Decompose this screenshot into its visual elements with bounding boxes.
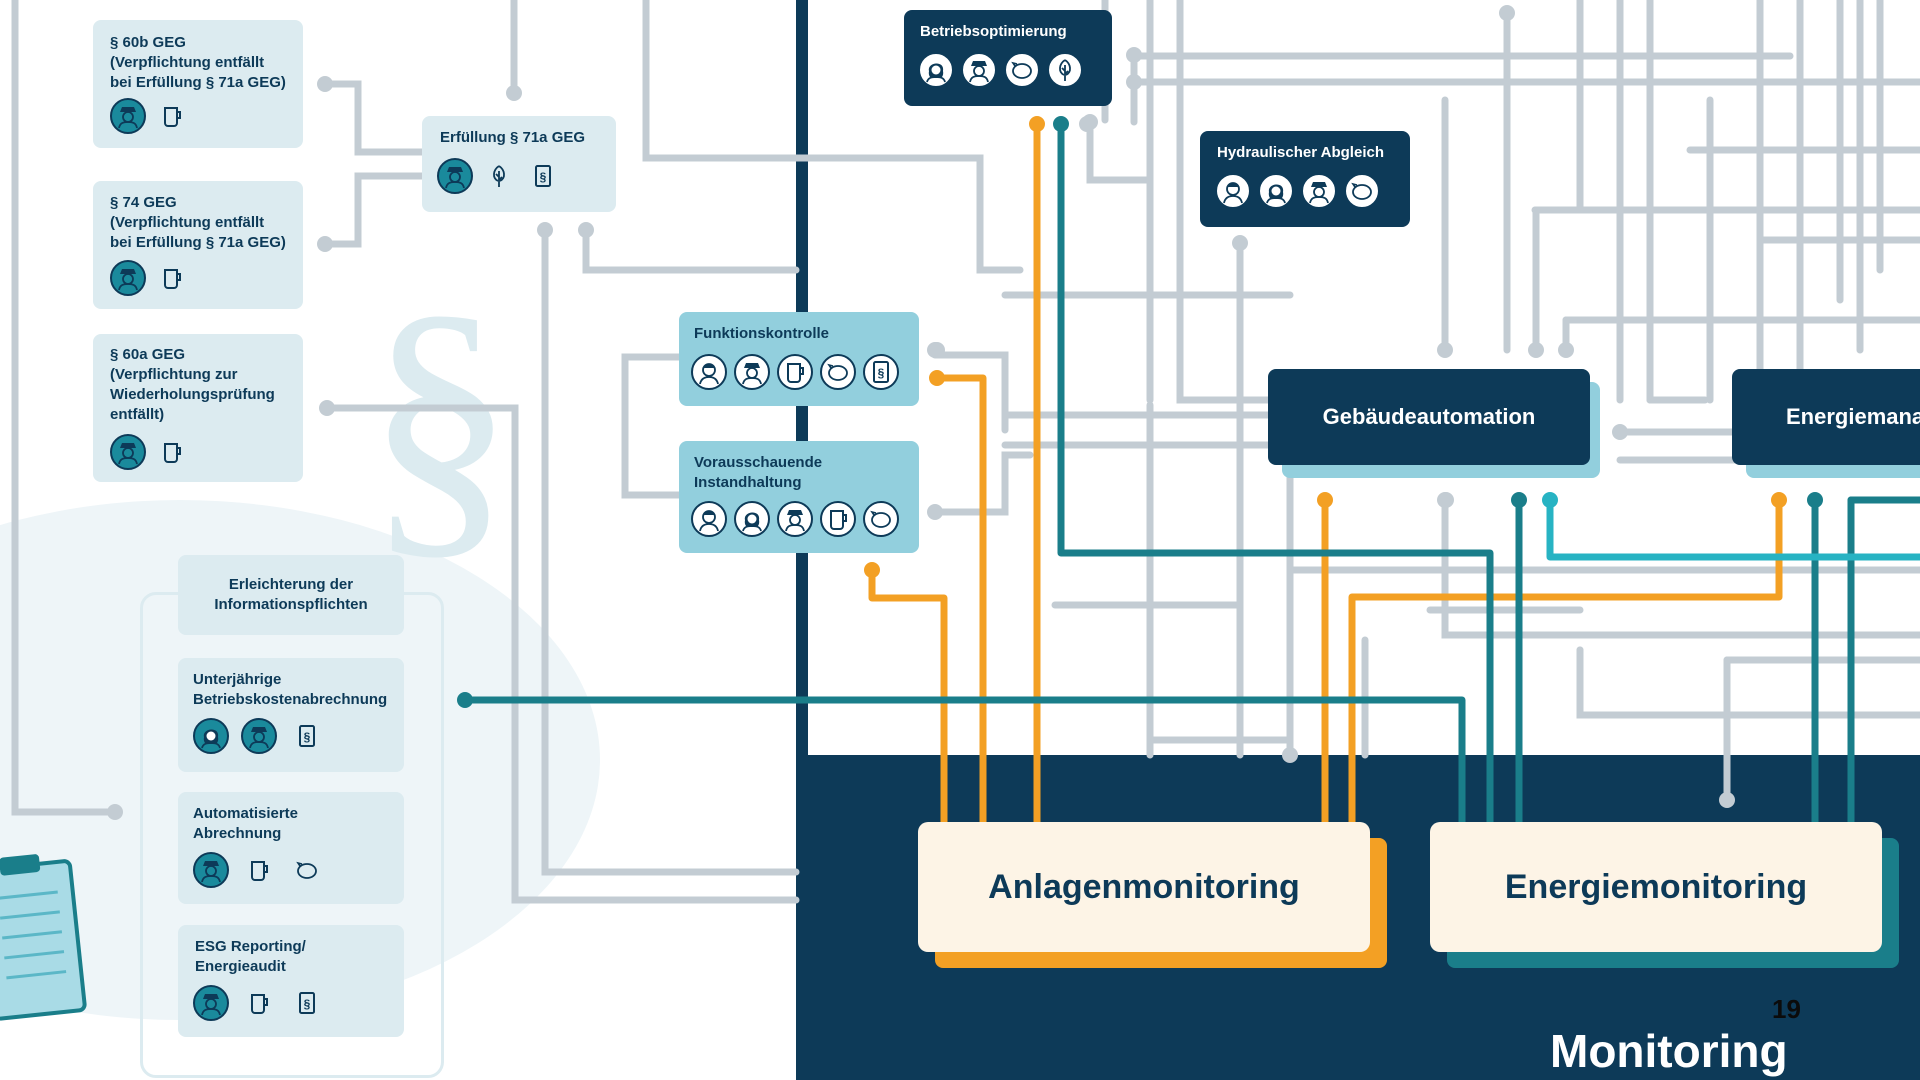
piggy-bank-icon xyxy=(863,501,899,537)
betriebsoptimierung-title: Betriebsoptimierung xyxy=(920,23,1067,40)
paragraph-document-icon xyxy=(289,985,325,1021)
hydraulischer-abgleich-box: Hydraulischer Abgleich xyxy=(1200,131,1410,227)
paragraph-document-icon xyxy=(289,718,325,754)
cup-icon xyxy=(154,98,190,134)
cup-icon xyxy=(241,852,277,888)
esg-box: ESG Reporting/ Energieaudit xyxy=(178,925,404,1037)
betriebskosten-box: Unterjährige Betriebskostenabrechnung xyxy=(178,658,404,772)
person-hat-icon xyxy=(193,985,229,1021)
person-hat-icon xyxy=(110,98,146,134)
person-hat-icon xyxy=(110,434,146,470)
geg-60b-line-1: (Verpflichtung entfällt xyxy=(110,54,265,71)
erfuellung-71a-box: Erfüllung § 71a GEG xyxy=(422,116,616,212)
tree-icon xyxy=(481,158,517,194)
geg-74-line-2: bei Erfüllung § 71a GEG) xyxy=(110,234,286,251)
energiemonitoring-title: Energiemonitoring xyxy=(1504,867,1808,906)
betriebskosten-line-2: Betriebskostenabrechnung xyxy=(193,691,388,708)
person-icon xyxy=(691,354,727,390)
betriebskosten-line-1: Unterjährige xyxy=(193,671,282,688)
geg-60a-box: § 60a GEG (Verpflichtung zur Wiederholun… xyxy=(93,334,303,482)
energiemonitoring-box: Energiemonitoring xyxy=(1430,822,1882,952)
piggy-bank-icon xyxy=(1004,52,1040,88)
erfuellung-71a-title: Erfüllung § 71a GEG xyxy=(440,129,586,146)
geg-60a-line-1: (Verpflichtung zur xyxy=(110,366,238,383)
funktionskontrolle-box: Funktionskontrolle xyxy=(679,312,919,406)
abrechnung-line-2: Abrechnung xyxy=(193,825,282,842)
instandhaltung-icons xyxy=(691,501,899,537)
abrechnung-icons xyxy=(193,852,325,888)
esg-icons xyxy=(193,985,325,1021)
erfuellung-71a-icons xyxy=(437,158,561,194)
energiemanagement-box: Energiemana xyxy=(1732,369,1920,465)
gebaeudeautomation-box: Gebäudeautomation xyxy=(1268,369,1590,465)
person-curly-hair-icon xyxy=(734,501,770,537)
geg-60a-title: § 60a GEG xyxy=(110,346,186,363)
cup-icon xyxy=(241,985,277,1021)
person-icon xyxy=(1215,173,1251,209)
hydraulischer-abgleich-title: Hydraulischer Abgleich xyxy=(1217,144,1384,161)
betriebskosten-icons xyxy=(193,718,325,754)
person-hat-icon xyxy=(193,852,229,888)
anlagenmonitoring-box: Anlagenmonitoring xyxy=(918,822,1370,952)
geg-74-box: § 74 GEG (Verpflichtung entfällt bei Erf… xyxy=(93,181,303,309)
geg-60a-line-3: entfällt) xyxy=(110,406,165,423)
paragraph-document-icon xyxy=(863,354,899,390)
tree-icon xyxy=(1047,52,1083,88)
person-curly-hair-icon xyxy=(193,718,229,754)
instandhaltung-box: Vorausschauende Instandhaltung xyxy=(679,441,919,553)
instandhaltung-line-1: Vorausschauende xyxy=(694,454,823,471)
person-hat-icon xyxy=(437,158,473,194)
geg-60b-icons xyxy=(110,98,190,134)
cup-icon xyxy=(154,434,190,470)
energiemanagement-title: Energiemana xyxy=(1786,404,1920,429)
betriebsoptimierung-box: Betriebsoptimierung xyxy=(904,10,1112,106)
page-number: 19 xyxy=(1772,994,1801,1024)
person-curly-hair-icon xyxy=(1258,173,1294,209)
hydraulischer-abgleich-icons xyxy=(1215,173,1380,209)
cup-icon xyxy=(777,354,813,390)
cup-icon xyxy=(820,501,856,537)
info-group-header: Erleichterung der Informationspflichten xyxy=(178,555,404,635)
paragraph-watermark: § xyxy=(365,253,515,585)
geg-74-title: § 74 GEG xyxy=(110,194,177,211)
esg-line-2: Energieaudit xyxy=(195,958,286,975)
esg-line-1: ESG Reporting/ xyxy=(195,938,306,955)
person-hat-icon xyxy=(1301,173,1337,209)
betriebsoptimierung-icons xyxy=(918,52,1083,88)
person-icon xyxy=(691,501,727,537)
person-hat-icon xyxy=(961,52,997,88)
cup-icon xyxy=(154,260,190,296)
person-hat-icon xyxy=(241,718,277,754)
piggy-bank-icon xyxy=(820,354,856,390)
funktionskontrolle-icons xyxy=(691,354,899,390)
info-header-line-2: Informationspflichten xyxy=(214,596,368,613)
instandhaltung-line-2: Instandhaltung xyxy=(694,474,802,491)
piggy-bank-icon xyxy=(1344,173,1380,209)
geg-60a-icons xyxy=(110,434,190,470)
section-title: Monitoring xyxy=(1550,1025,1788,1077)
piggy-bank-icon xyxy=(289,852,325,888)
paragraph-document-icon xyxy=(525,158,561,194)
geg-60b-line-2: bei Erfüllung § 71a GEG) xyxy=(110,74,286,91)
person-hat-icon xyxy=(110,260,146,296)
gebaeudeautomation-title: Gebäudeautomation xyxy=(1322,404,1536,429)
funktionskontrolle-title: Funktionskontrolle xyxy=(694,325,829,342)
abrechnung-box: Automatisierte Abrechnung xyxy=(178,792,404,904)
geg-74-line-1: (Verpflichtung entfällt xyxy=(110,214,265,231)
person-curly-hair-icon xyxy=(918,52,954,88)
info-header-line-1: Erleichterung der xyxy=(228,576,354,593)
geg-60b-box: § 60b GEG (Verpflichtung entfällt bei Er… xyxy=(93,20,303,148)
anlagenmonitoring-title: Anlagenmonitoring xyxy=(988,867,1300,906)
geg-60a-line-2: Wiederholungsprüfung xyxy=(110,386,275,403)
abrechnung-line-1: Automatisierte xyxy=(193,805,299,822)
person-hat-icon xyxy=(777,501,813,537)
geg-74-icons xyxy=(110,260,190,296)
geg-60b-title: § 60b GEG xyxy=(110,34,186,51)
person-hat-icon xyxy=(734,354,770,390)
